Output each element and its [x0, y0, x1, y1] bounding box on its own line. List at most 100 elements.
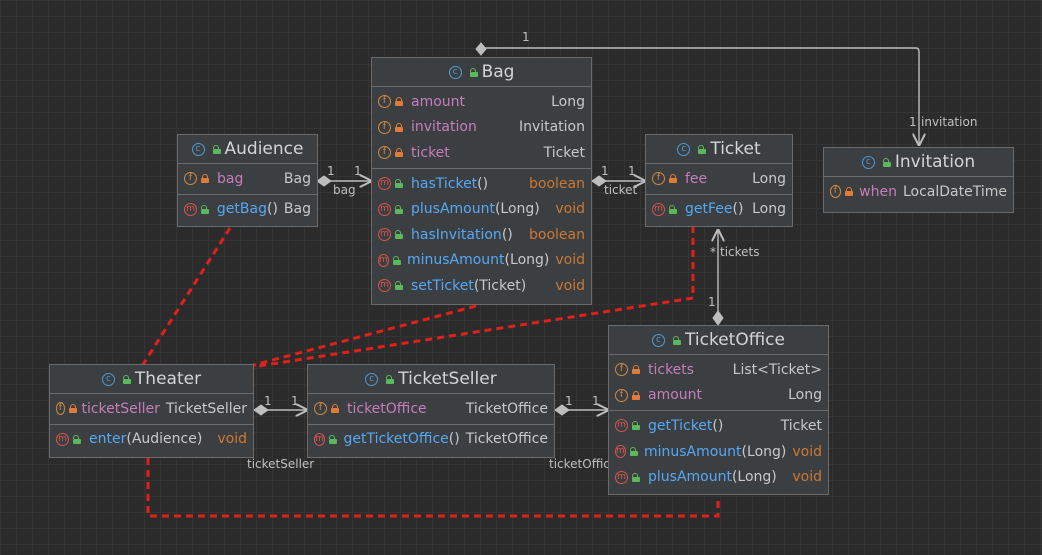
field-row[interactable]: f tickets List<Ticket>	[609, 357, 828, 383]
method-params: (Audience)	[126, 431, 203, 448]
class-node-bag[interactable]: c Bag f amount Long f invitation Invitat…	[371, 57, 592, 305]
field-name: when	[859, 183, 897, 200]
class-icon: c	[652, 333, 666, 347]
field-name: bag	[217, 170, 244, 187]
method-params: ()	[712, 417, 724, 434]
fields-section: f tickets List<Ticket> f amount Long	[609, 355, 828, 412]
class-icon: c	[861, 155, 875, 169]
method-params: (Ticket)	[473, 277, 527, 294]
class-name: Audience	[224, 139, 304, 159]
dependency-theater-bag	[249, 304, 477, 368]
method-return-type: TicketOffice	[465, 431, 548, 448]
field-type: TicketSeller	[165, 400, 247, 417]
method-icon: m	[314, 432, 325, 446]
method-return-type: boolean	[529, 226, 585, 243]
class-node-theater[interactable]: c Theater f ticketSeller TicketSeller m …	[49, 364, 254, 458]
private-lock-icon	[331, 404, 339, 414]
field-row[interactable]: f ticket Ticket	[372, 140, 591, 166]
method-name: getFee	[685, 201, 733, 218]
multiplicity-label: 1	[601, 164, 609, 178]
fields-section: f amount Long f invitation Invitation f …	[372, 87, 591, 169]
class-node-audience[interactable]: c Audience f bag Bag m getBag() Bag	[177, 134, 318, 227]
method-params: (Long)	[504, 252, 550, 269]
method-row[interactable]: m setTicket(Ticket) void	[372, 273, 591, 299]
class-node-ticketoffice[interactable]: c TicketOffice f tickets List<Ticket> f …	[608, 325, 829, 495]
fields-section: f ticketOffice TicketOffice	[308, 394, 554, 425]
method-row[interactable]: m plusAmount(Long) void	[609, 464, 828, 490]
method-params: ()	[448, 431, 460, 448]
method-row[interactable]: m hasTicket() boolean	[372, 171, 591, 197]
class-name: Invitation	[894, 152, 976, 172]
class-name: Theater	[134, 369, 202, 389]
method-row[interactable]: m getBag() Bag	[178, 197, 317, 223]
method-row[interactable]: m enter(Audience) void	[50, 427, 253, 453]
public-visibility-icon	[392, 255, 402, 265]
field-row[interactable]: f fee Long	[646, 166, 792, 192]
field-name: fee	[685, 170, 708, 187]
field-row[interactable]: f when LocalDateTime	[824, 179, 1013, 205]
class-header: c Theater	[50, 365, 253, 394]
multiplicity-label: 1	[264, 394, 272, 408]
methods-section: m getTicket() Ticket m minusAmount(Long)…	[609, 411, 828, 492]
method-row[interactable]: m plusAmount(Long) void	[372, 196, 591, 222]
field-type: Long	[551, 93, 585, 110]
private-lock-icon	[632, 365, 640, 375]
method-row[interactable]: m minusAmount(Long) void	[609, 439, 828, 465]
method-row[interactable]: m getTicketOffice() TicketOffice	[308, 427, 554, 453]
role-label-ticket: ticket	[604, 183, 638, 197]
method-icon: m	[615, 445, 626, 459]
class-node-ticket[interactable]: c Ticket f fee Long m getFee() Long	[645, 134, 793, 227]
field-row[interactable]: f bag Bag	[178, 166, 317, 192]
method-name: minusAmount	[643, 443, 742, 460]
public-visibility-icon	[882, 157, 891, 167]
public-visibility-icon	[328, 434, 337, 444]
class-icon: c	[101, 372, 115, 386]
field-row[interactable]: f ticketOffice TicketOffice	[308, 396, 554, 422]
method-row[interactable]: m getFee() Long	[646, 197, 792, 223]
field-name: ticket	[411, 144, 450, 161]
method-icon: m	[615, 470, 628, 484]
method-icon: m	[184, 202, 197, 216]
field-icon: f	[184, 172, 197, 186]
method-row[interactable]: m minusAmount(Long) void	[372, 248, 591, 274]
private-lock-icon	[395, 148, 403, 158]
public-visibility-icon	[632, 472, 640, 482]
method-params: ()	[501, 226, 513, 243]
field-icon: f	[652, 172, 665, 186]
method-name: minusAmount	[406, 252, 505, 269]
method-icon: m	[378, 177, 391, 191]
field-type: List<Ticket>	[732, 361, 822, 378]
method-row[interactable]: m getTicket() Ticket	[609, 413, 828, 439]
field-row[interactable]: f invitation Invitation	[372, 115, 591, 141]
class-node-ticketseller[interactable]: c TicketSeller f ticketOffice TicketOffi…	[307, 364, 555, 458]
fields-section: f fee Long	[646, 164, 792, 195]
method-row[interactable]: m hasInvitation() boolean	[372, 222, 591, 248]
public-visibility-icon	[73, 434, 81, 444]
method-name: setTicket	[411, 277, 474, 294]
methods-section: m hasTicket() boolean m plusAmount(Long)…	[372, 169, 591, 301]
class-node-invitation[interactable]: c Invitation f when LocalDateTime	[823, 147, 1014, 213]
field-name: ticketSeller	[81, 400, 160, 417]
field-name: tickets	[648, 361, 695, 378]
field-name: amount	[411, 93, 466, 110]
multiplicity-label: 1	[565, 394, 573, 408]
method-return-type: Long	[752, 201, 786, 218]
method-params: (Long)	[731, 469, 777, 486]
diamond-bag-top	[475, 42, 487, 56]
method-params: ()	[477, 175, 489, 192]
public-visibility-icon	[673, 335, 682, 345]
methods-section: m getTicketOffice() TicketOffice	[308, 425, 554, 455]
field-type: Long	[788, 387, 822, 404]
method-params: (Long)	[741, 443, 787, 460]
multiplicity-label: 1	[592, 394, 600, 408]
private-lock-icon	[395, 122, 403, 132]
field-row[interactable]: f ticketSeller TicketSeller	[50, 396, 253, 422]
multiplicity-label: 1	[327, 164, 335, 178]
field-row[interactable]: f amount Long	[609, 383, 828, 409]
public-visibility-icon	[122, 374, 131, 384]
field-row[interactable]: f amount Long	[372, 89, 591, 115]
multiplicity-label: *	[710, 245, 716, 259]
method-icon: m	[378, 253, 389, 267]
private-lock-icon	[395, 97, 403, 107]
fields-section: f bag Bag	[178, 164, 317, 195]
